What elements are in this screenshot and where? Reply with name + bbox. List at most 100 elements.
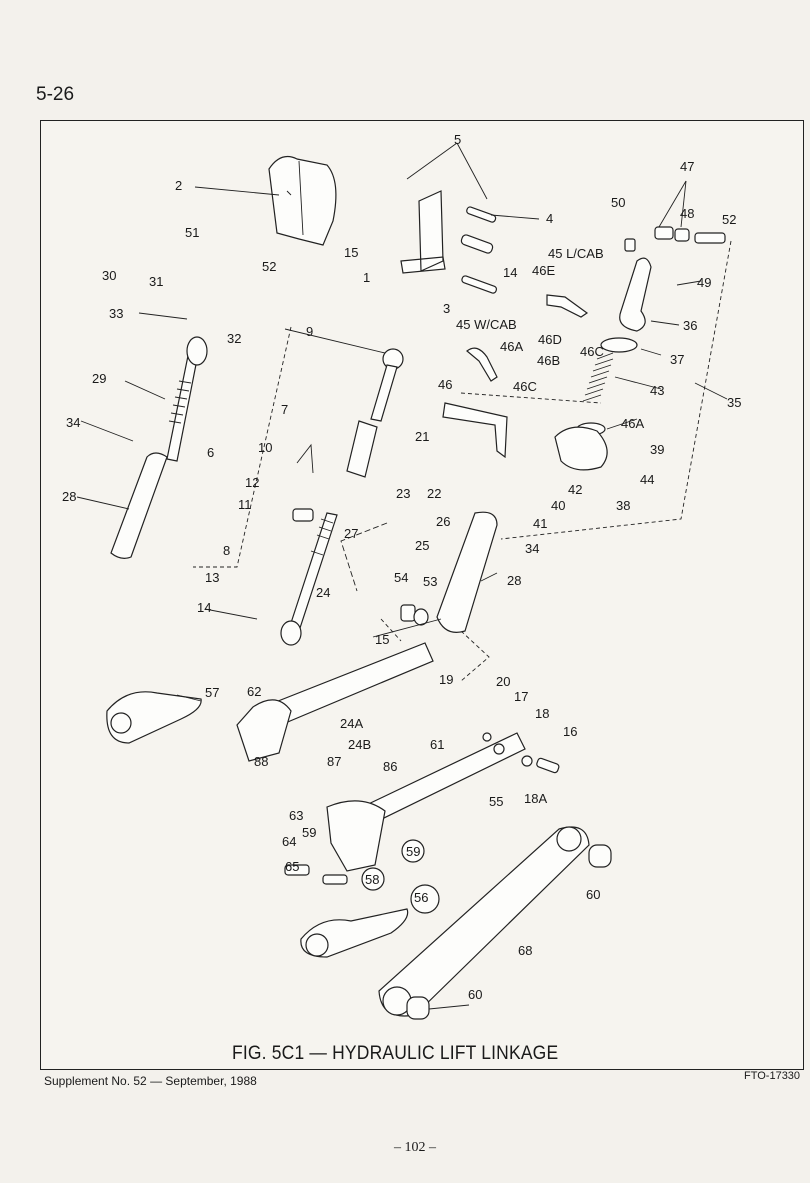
callout-29: 29 bbox=[92, 371, 107, 386]
callout-9: 9 bbox=[306, 324, 314, 339]
callout-53: 53 bbox=[423, 574, 438, 589]
callout-58: 58 bbox=[365, 872, 380, 887]
callout-86: 86 bbox=[383, 759, 398, 774]
callout-46e: 46E bbox=[532, 263, 556, 278]
callout-45-wcab: 45 W/CAB bbox=[456, 317, 517, 332]
callout-23: 23 bbox=[396, 486, 411, 501]
callout-52: 52 bbox=[262, 259, 277, 274]
callout-25: 25 bbox=[415, 538, 430, 553]
part-36-lever bbox=[619, 257, 652, 332]
callout-20: 20 bbox=[496, 674, 511, 689]
callout-68: 68 bbox=[518, 943, 533, 958]
callout-14: 14 bbox=[503, 265, 518, 280]
callout-33: 33 bbox=[109, 306, 124, 321]
callout-39: 39 bbox=[650, 442, 665, 457]
part-29-rod bbox=[166, 336, 208, 462]
callout-15: 15 bbox=[344, 245, 359, 260]
callout-46a: 46A bbox=[621, 416, 645, 431]
callout-18a: 18A bbox=[524, 791, 548, 806]
callout-46d: 46D bbox=[538, 332, 562, 347]
callout-52: 52 bbox=[722, 212, 737, 227]
callout-8: 8 bbox=[223, 543, 231, 558]
callout-11: 11 bbox=[238, 497, 252, 512]
figure-frame: 5 2 4 15 1 14 3 47 50 48 52 45 L/CAB 46E… bbox=[40, 120, 804, 1070]
callout-37: 37 bbox=[670, 352, 685, 367]
part-28-lift-arm bbox=[436, 511, 498, 633]
callout-6: 6 bbox=[207, 445, 215, 460]
callout-24: 24 bbox=[316, 585, 331, 600]
callout-41: 41 bbox=[533, 516, 548, 531]
callout-4: 4 bbox=[546, 211, 554, 226]
callout-51: 51 bbox=[185, 225, 200, 240]
callout-19: 19 bbox=[439, 672, 454, 687]
callout-48: 48 bbox=[680, 206, 695, 221]
callout-34: 34 bbox=[525, 541, 540, 556]
callout-43: 43 bbox=[650, 383, 665, 398]
callout-46: 46 bbox=[438, 377, 453, 392]
callout-49: 49 bbox=[697, 275, 712, 290]
callout-31: 31 bbox=[149, 274, 164, 289]
callout-2: 2 bbox=[175, 178, 183, 193]
callout-38: 38 bbox=[616, 498, 631, 513]
callout-59: 59 bbox=[302, 825, 317, 840]
callout-44: 44 bbox=[640, 472, 655, 487]
figure-caption: FIG. 5C1 — HYDRAULIC LIFT LINKAGE bbox=[232, 1043, 559, 1064]
part-9-lift-rod bbox=[280, 348, 404, 646]
part-61-lower-link bbox=[236, 642, 526, 872]
callout-56: 56 bbox=[414, 890, 429, 905]
part-21-bracket bbox=[442, 402, 508, 459]
callout-62: 62 bbox=[247, 684, 262, 699]
supplement-note: Supplement No. 52 — September, 1988 bbox=[44, 1074, 257, 1088]
callout-46b: 46B bbox=[537, 353, 561, 368]
callout-55: 55 bbox=[489, 794, 504, 809]
callout-35: 35 bbox=[727, 395, 742, 410]
callout-10: 10 bbox=[258, 440, 273, 455]
callout-28: 28 bbox=[507, 573, 522, 588]
part-2-bracket bbox=[268, 156, 337, 246]
callout-42: 42 bbox=[568, 482, 583, 497]
callout-34: 34 bbox=[66, 415, 81, 430]
callout-18: 18 bbox=[535, 706, 550, 721]
callout-24b: 24B bbox=[348, 737, 372, 752]
callout-16: 16 bbox=[563, 724, 578, 739]
callout-36: 36 bbox=[683, 318, 698, 333]
callout-17: 17 bbox=[514, 689, 529, 704]
callout-27: 27 bbox=[344, 526, 359, 541]
callout-13: 13 bbox=[205, 570, 220, 585]
callout-45-lcab: 45 L/CAB bbox=[548, 246, 604, 261]
callout-24a: 24A bbox=[340, 716, 364, 731]
part-28-lift-link bbox=[110, 452, 168, 559]
page-section-number: 5-26 bbox=[36, 84, 75, 105]
callout-32: 32 bbox=[227, 331, 242, 346]
callout-87: 87 bbox=[327, 754, 342, 769]
callout-57: 57 bbox=[205, 685, 220, 700]
callout-5: 5 bbox=[454, 132, 462, 147]
callout-12: 12 bbox=[245, 475, 260, 490]
callout-46c: 46C bbox=[580, 344, 604, 359]
callout-64: 64 bbox=[282, 834, 297, 849]
callout-40: 40 bbox=[551, 498, 566, 513]
callout-88: 88 bbox=[254, 754, 269, 769]
callout-60: 60 bbox=[586, 887, 601, 902]
callout-50: 50 bbox=[611, 195, 626, 210]
exploded-parts-drawing bbox=[76, 142, 732, 1020]
callout-46c: 46C bbox=[513, 379, 537, 394]
callout-21: 21 bbox=[415, 429, 430, 444]
callout-65: 65 bbox=[285, 859, 300, 874]
figure-code: FTO-17330 bbox=[744, 1070, 801, 1082]
callout-59: 59 bbox=[406, 844, 421, 859]
callout-60: 60 bbox=[468, 987, 483, 1002]
callout-30: 30 bbox=[102, 268, 117, 283]
callout-7: 7 bbox=[281, 402, 289, 417]
callout-1: 1 bbox=[363, 270, 371, 285]
callout-15: 15 bbox=[375, 632, 390, 647]
callout-63: 63 bbox=[289, 808, 304, 823]
callout-54: 54 bbox=[394, 570, 409, 585]
callout-47: 47 bbox=[680, 159, 695, 174]
callout-14: 14 bbox=[197, 600, 212, 615]
part-1-bracket bbox=[400, 190, 446, 274]
page-number: – 102 – bbox=[394, 1140, 436, 1155]
callout-28: 28 bbox=[62, 489, 77, 504]
callout-26: 26 bbox=[436, 514, 451, 529]
callout-46a: 46A bbox=[500, 339, 524, 354]
